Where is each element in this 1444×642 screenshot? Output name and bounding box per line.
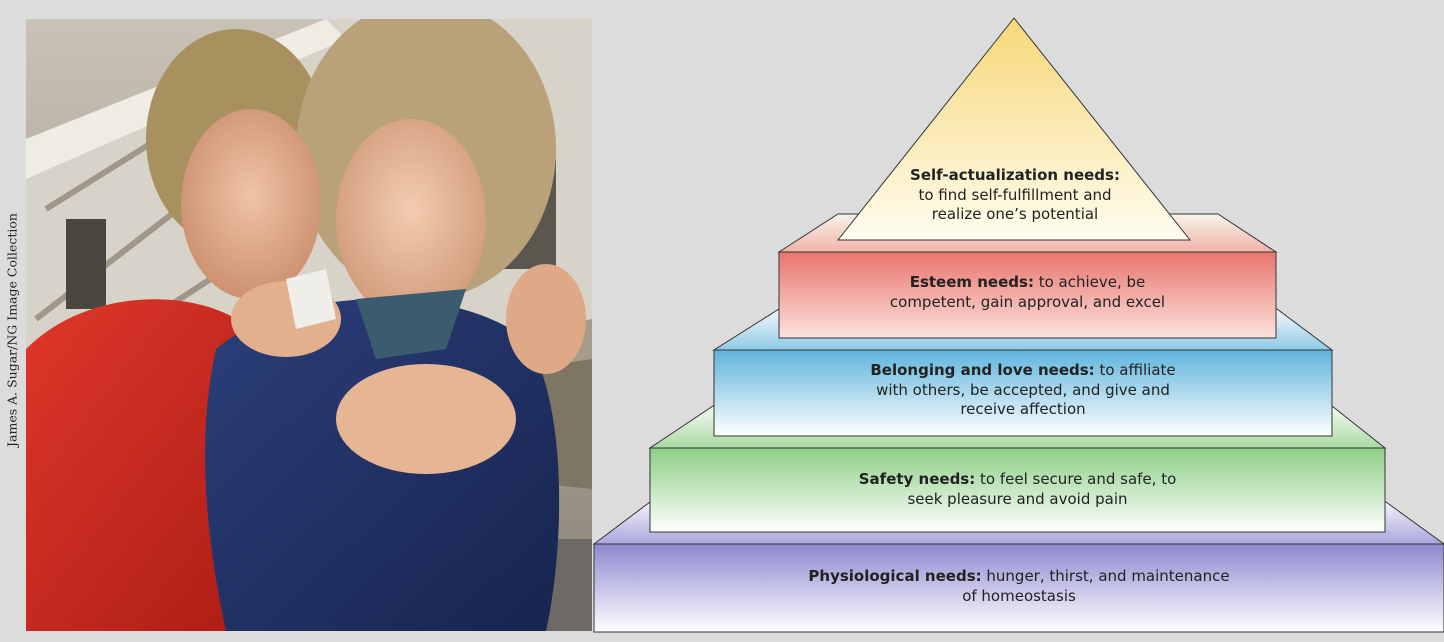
physiological-text: Physiological needs: hunger, thirst, and… [594, 567, 1444, 606]
self-actualization-desc-1: to find self-fulfillment and [918, 185, 1112, 204]
belonging-tier [713, 349, 1333, 437]
esteem-text: Esteem needs: to achieve, be competent, … [779, 273, 1276, 312]
self-actualization-text: Self-actualization needs: to find self-f… [860, 166, 1170, 225]
esteem-title: Esteem needs: [909, 273, 1034, 291]
safety-desc-2: seek pleasure and avoid pain [907, 489, 1128, 508]
safety-desc-1: to feel secure and safe, to [980, 470, 1177, 488]
esteem-desc-2: competent, gain approval, and excel [889, 292, 1166, 311]
photo-embracing-women [26, 19, 592, 631]
esteem-tier [778, 251, 1277, 339]
physiological-tier [593, 543, 1444, 633]
safety-title: Safety needs: [858, 470, 976, 488]
photo-illustration [26, 19, 592, 631]
physiological-desc-1: hunger, thirst, and maintenance [986, 567, 1230, 585]
belonging-desc-1: to affiliate [1099, 361, 1176, 379]
belonging-title: Belonging and love needs: [870, 361, 1095, 379]
physiological-desc-2: of homeostasis [962, 586, 1076, 605]
esteem-desc-1: to achieve, be [1038, 273, 1146, 291]
belonging-text: Belonging and love needs: to affiliate w… [714, 361, 1332, 420]
safety-tier [649, 447, 1386, 533]
self-actualization-title: Self-actualization needs: [910, 166, 1120, 184]
belonging-desc-3: receive affection [960, 400, 1086, 418]
safety-text: Safety needs: to feel secure and safe, t… [650, 470, 1385, 509]
belonging-desc-2: with others, be accepted, and give and [876, 380, 1170, 399]
self-actualization-desc-2: realize one’s potential [931, 205, 1099, 223]
self-actualization-tier [836, 17, 1192, 241]
physiological-title: Physiological needs: [808, 567, 982, 585]
